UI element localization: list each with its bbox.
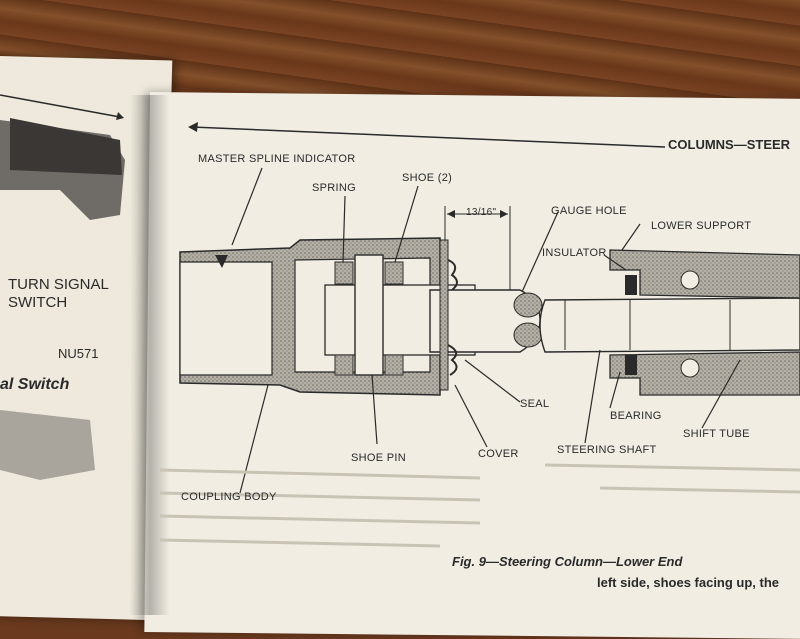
book-gutter xyxy=(130,95,170,615)
label-coupling-body: COUPLING BODY xyxy=(181,491,277,503)
section-header: COLUMNS—STEER xyxy=(668,137,791,152)
steering-shaft-shape xyxy=(429,239,800,391)
label-insulator: INSULATOR xyxy=(542,247,607,259)
label-lower-support: LOWER SUPPORT xyxy=(651,220,752,232)
left-section-heading: al Switch xyxy=(0,376,70,393)
label-master-spline-indicator: MASTER SPLINE INDICATOR xyxy=(198,153,356,165)
switch-label: SWITCH xyxy=(8,294,68,311)
label-spring: SPRING xyxy=(312,182,356,194)
figure-ref: NU571 xyxy=(58,346,99,361)
label-steering-shaft: STEERING SHAFT xyxy=(557,444,657,456)
leader-lines xyxy=(231,167,741,494)
left-page-illustration xyxy=(0,94,125,480)
label-dimension: 13/16" xyxy=(466,207,497,218)
label-bearing: BEARING xyxy=(610,410,662,422)
faint-text-lines xyxy=(159,463,800,548)
label-shift-tube: SHIFT TUBE xyxy=(683,428,750,440)
turn-signal-label: TURN SIGNAL xyxy=(8,276,109,293)
steering-column-diagram xyxy=(0,94,800,548)
lower-support-shape xyxy=(609,249,800,396)
label-shoe-pin: SHOE PIN xyxy=(351,452,406,464)
header-rule xyxy=(188,122,666,148)
body-text-line: left side, shoes facing up, the xyxy=(597,575,780,590)
label-gauge-hole: GAUGE HOLE xyxy=(551,205,627,217)
label-cover: COVER xyxy=(478,448,519,460)
dimension-marker xyxy=(444,206,511,290)
figure-caption: Fig. 9—Steering Column—Lower End xyxy=(452,554,683,569)
label-seal: SEAL xyxy=(520,398,550,410)
label-shoe: SHOE (2) xyxy=(402,172,453,184)
